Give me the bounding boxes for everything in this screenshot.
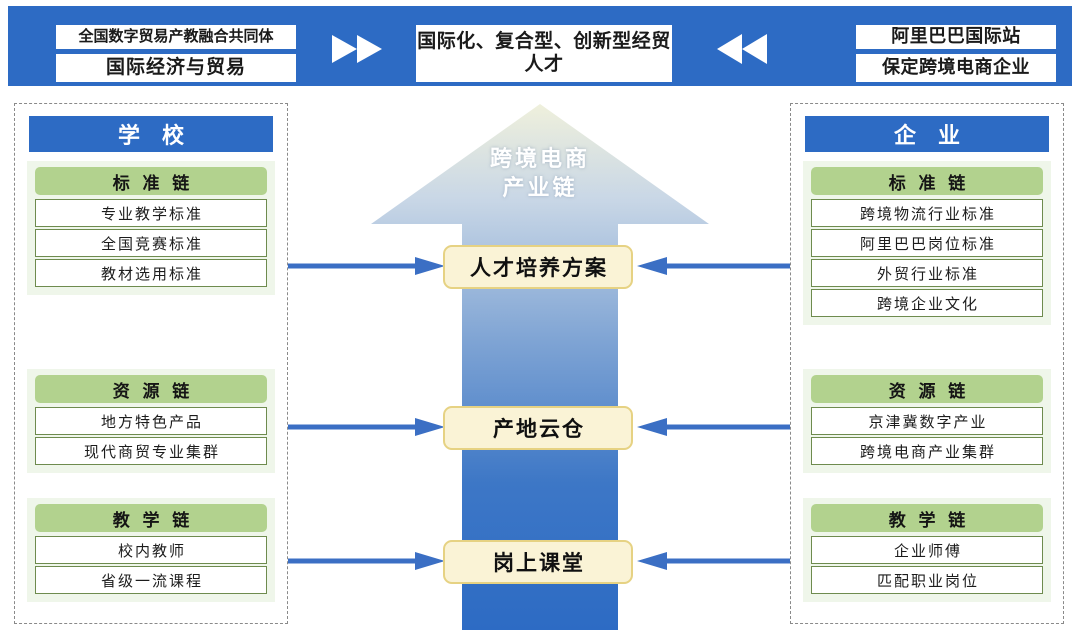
school-panel: 学 校 标 准 链专业教学标准全国竞赛标准教材选用标准资 源 链地方特色产品现代… [14, 103, 288, 624]
header-center-box: 国际化、复合型、创新型经贸人才 [416, 25, 672, 82]
chain-item[interactable]: 跨境电商产业集群 [811, 437, 1043, 465]
header-left-bottom-box: 国际经济与贸易 [56, 54, 296, 82]
school-chain-teaching: 教 学 链校内教师省级一流课程 [27, 498, 275, 602]
arrow-label-line2: 产业链 [502, 175, 578, 201]
enterprise-chain-standard-header: 标 准 链 [811, 167, 1043, 195]
center-node-on-post-classroom[interactable]: 岗上课堂 [443, 540, 633, 584]
school-chain-standard: 标 准 链专业教学标准全国竞赛标准教材选用标准 [27, 161, 275, 295]
chain-item[interactable]: 阿里巴巴岗位标准 [811, 229, 1043, 257]
connector-left-standard-chain [275, 256, 447, 276]
enterprise-chain-teaching-header: 教 学 链 [811, 504, 1043, 532]
chain-item[interactable]: 跨境企业文化 [811, 289, 1043, 317]
school-chain-standard-header: 标 准 链 [35, 167, 267, 195]
header-left-top-box: 全国数字贸易产教融合共同体 [56, 25, 296, 49]
connector-right-resource-chain [635, 417, 807, 437]
school-chain-resource: 资 源 链地方特色产品现代商贸专业集群 [27, 369, 275, 473]
school-panel-title: 学 校 [29, 116, 273, 152]
connector-right-teaching-chain [635, 551, 807, 571]
school-chain-teaching-header: 教 学 链 [35, 504, 267, 532]
header-right-top-box: 阿里巴巴国际站 [856, 25, 1056, 49]
chain-item[interactable]: 外贸行业标准 [811, 259, 1043, 287]
enterprise-chain-standard: 标 准 链跨境物流行业标准阿里巴巴岗位标准外贸行业标准跨境企业文化 [803, 161, 1051, 325]
industry-chain-arrow: 跨境电商 产业链 [370, 102, 710, 630]
chain-item[interactable]: 专业教学标准 [35, 199, 267, 227]
fast-forward-right-icon [330, 34, 386, 64]
header-banner: 全国数字贸易产教融合共同体 国际经济与贸易 国际化、复合型、创新型经贸人才 阿里… [8, 6, 1072, 86]
chain-item[interactable]: 全国竞赛标准 [35, 229, 267, 257]
school-chain-resource-header: 资 源 链 [35, 375, 267, 403]
chain-item[interactable]: 现代商贸专业集群 [35, 437, 267, 465]
chain-item[interactable]: 跨境物流行业标准 [811, 199, 1043, 227]
arrow-label: 跨境电商 产业链 [370, 144, 710, 202]
connector-left-resource-chain [275, 417, 447, 437]
arrow-label-line1: 跨境电商 [489, 146, 590, 171]
center-node-talent-plan[interactable]: 人才培养方案 [443, 245, 633, 289]
enterprise-chain-resource: 资 源 链京津冀数字产业跨境电商产业集群 [803, 369, 1051, 473]
chain-item[interactable]: 校内教师 [35, 536, 267, 564]
chain-item[interactable]: 教材选用标准 [35, 259, 267, 287]
center-node-origin-cloud-warehouse[interactable]: 产地云仓 [443, 406, 633, 450]
connector-left-teaching-chain [275, 551, 447, 571]
enterprise-chain-teaching: 教 学 链企业师傅匹配职业岗位 [803, 498, 1051, 602]
chain-item[interactable]: 省级一流课程 [35, 566, 267, 594]
enterprise-chain-resource-header: 资 源 链 [811, 375, 1043, 403]
enterprise-panel: 企 业 标 准 链跨境物流行业标准阿里巴巴岗位标准外贸行业标准跨境企业文化资 源… [790, 103, 1064, 624]
header-right-bottom-box: 保定跨境电商企业 [856, 54, 1056, 82]
chain-item[interactable]: 企业师傅 [811, 536, 1043, 564]
chain-item[interactable]: 京津冀数字产业 [811, 407, 1043, 435]
chain-item[interactable]: 地方特色产品 [35, 407, 267, 435]
fast-forward-left-icon [713, 32, 771, 66]
chain-item[interactable]: 匹配职业岗位 [811, 566, 1043, 594]
connector-right-standard-chain [635, 256, 807, 276]
enterprise-panel-title: 企 业 [805, 116, 1049, 152]
